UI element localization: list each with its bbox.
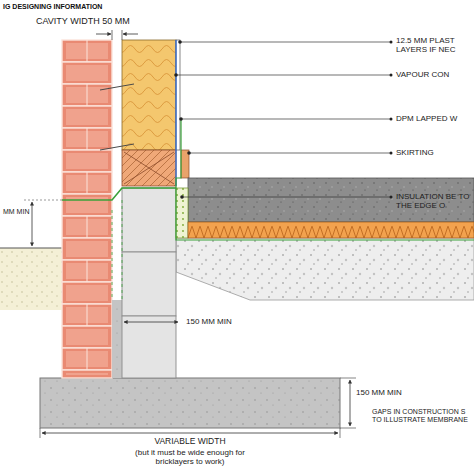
brick bbox=[62, 40, 112, 62]
extension-line bbox=[340, 378, 356, 428]
brick-joint bbox=[87, 304, 88, 326]
brick-face bbox=[66, 109, 108, 125]
brick bbox=[62, 326, 112, 348]
dimension-line bbox=[350, 380, 351, 426]
dpc bbox=[62, 188, 176, 200]
callout-label: VAPOUR CON bbox=[396, 70, 470, 79]
dimension-line bbox=[42, 433, 338, 434]
brick-joint bbox=[87, 260, 88, 282]
brick-face bbox=[66, 285, 108, 301]
brick bbox=[62, 62, 112, 84]
callout-label: INSULATION BE TO THE EDGE O bbox=[396, 192, 470, 210]
brick bbox=[62, 150, 112, 172]
extension-line bbox=[112, 30, 122, 40]
dimension-line bbox=[32, 202, 33, 246]
edge-insulation bbox=[176, 188, 188, 238]
dimension-label: CAVITY WIDTH 50 MM bbox=[36, 16, 156, 26]
dimension-label: 150 MM MIN bbox=[356, 388, 426, 397]
brick-joint bbox=[87, 40, 88, 62]
floor-insulation bbox=[188, 222, 474, 238]
floor-slab bbox=[188, 178, 474, 222]
dimension-line bbox=[96, 34, 111, 35]
block bbox=[122, 252, 176, 316]
dimension-label: MM MIN bbox=[3, 208, 30, 216]
extension-line bbox=[24, 200, 62, 201]
dimension-line bbox=[124, 322, 178, 323]
brick-joint bbox=[87, 84, 88, 106]
wall-tie bbox=[100, 84, 134, 150]
brick-joint bbox=[87, 172, 88, 194]
brick bbox=[62, 260, 112, 282]
block bbox=[122, 188, 176, 252]
brick bbox=[62, 282, 112, 304]
callout-label: 12.5 MM PLAST LAYERS IF NEC bbox=[396, 36, 470, 54]
brick-face bbox=[66, 373, 108, 375]
brick bbox=[62, 304, 112, 326]
note-label: GAPS IN CONSTRUCTION S TO ILLUSTRATE MEM… bbox=[372, 408, 470, 424]
membrane-gap bbox=[112, 200, 122, 300]
brick bbox=[62, 216, 112, 238]
block-leaf bbox=[122, 188, 176, 378]
cavity-fill bbox=[112, 300, 122, 378]
brick-leaf bbox=[62, 40, 112, 378]
dpm bbox=[176, 118, 474, 240]
brick bbox=[62, 348, 112, 370]
brick bbox=[62, 370, 112, 378]
timber-cross bbox=[124, 152, 174, 184]
brick-face bbox=[66, 241, 108, 257]
brick bbox=[62, 194, 112, 216]
block bbox=[122, 316, 176, 378]
brick-face bbox=[66, 153, 108, 169]
brick bbox=[62, 128, 112, 150]
note-label: (but it must be wide enough for bricklay… bbox=[126, 448, 254, 466]
brick-joint bbox=[87, 216, 88, 238]
brick-face bbox=[66, 329, 108, 345]
ground bbox=[0, 248, 62, 310]
drawing-title: IG DESIGNING INFORMATION bbox=[3, 3, 102, 10]
foundation bbox=[40, 378, 340, 428]
brick-joint bbox=[87, 348, 88, 370]
timber-plate bbox=[122, 150, 176, 186]
brick bbox=[62, 238, 112, 260]
leader-lines bbox=[20, 42, 391, 222]
dimension-label: 150 MM MIN bbox=[186, 317, 256, 326]
leader-dots bbox=[174, 40, 392, 199]
brick-joint bbox=[87, 128, 88, 150]
brick-face bbox=[66, 65, 108, 81]
dimension-line bbox=[123, 34, 138, 35]
hardcore bbox=[176, 238, 474, 300]
ground-line bbox=[0, 248, 62, 249]
brick bbox=[62, 106, 112, 128]
brick bbox=[62, 84, 112, 106]
vapour-control bbox=[175, 40, 176, 186]
insulation-batt bbox=[122, 40, 176, 150]
callout-label: DPM LAPPED W bbox=[396, 114, 470, 123]
callout-label: SKIRTING bbox=[396, 148, 470, 157]
brick bbox=[62, 172, 112, 194]
dimension-label: VARIABLE WIDTH bbox=[120, 437, 260, 447]
